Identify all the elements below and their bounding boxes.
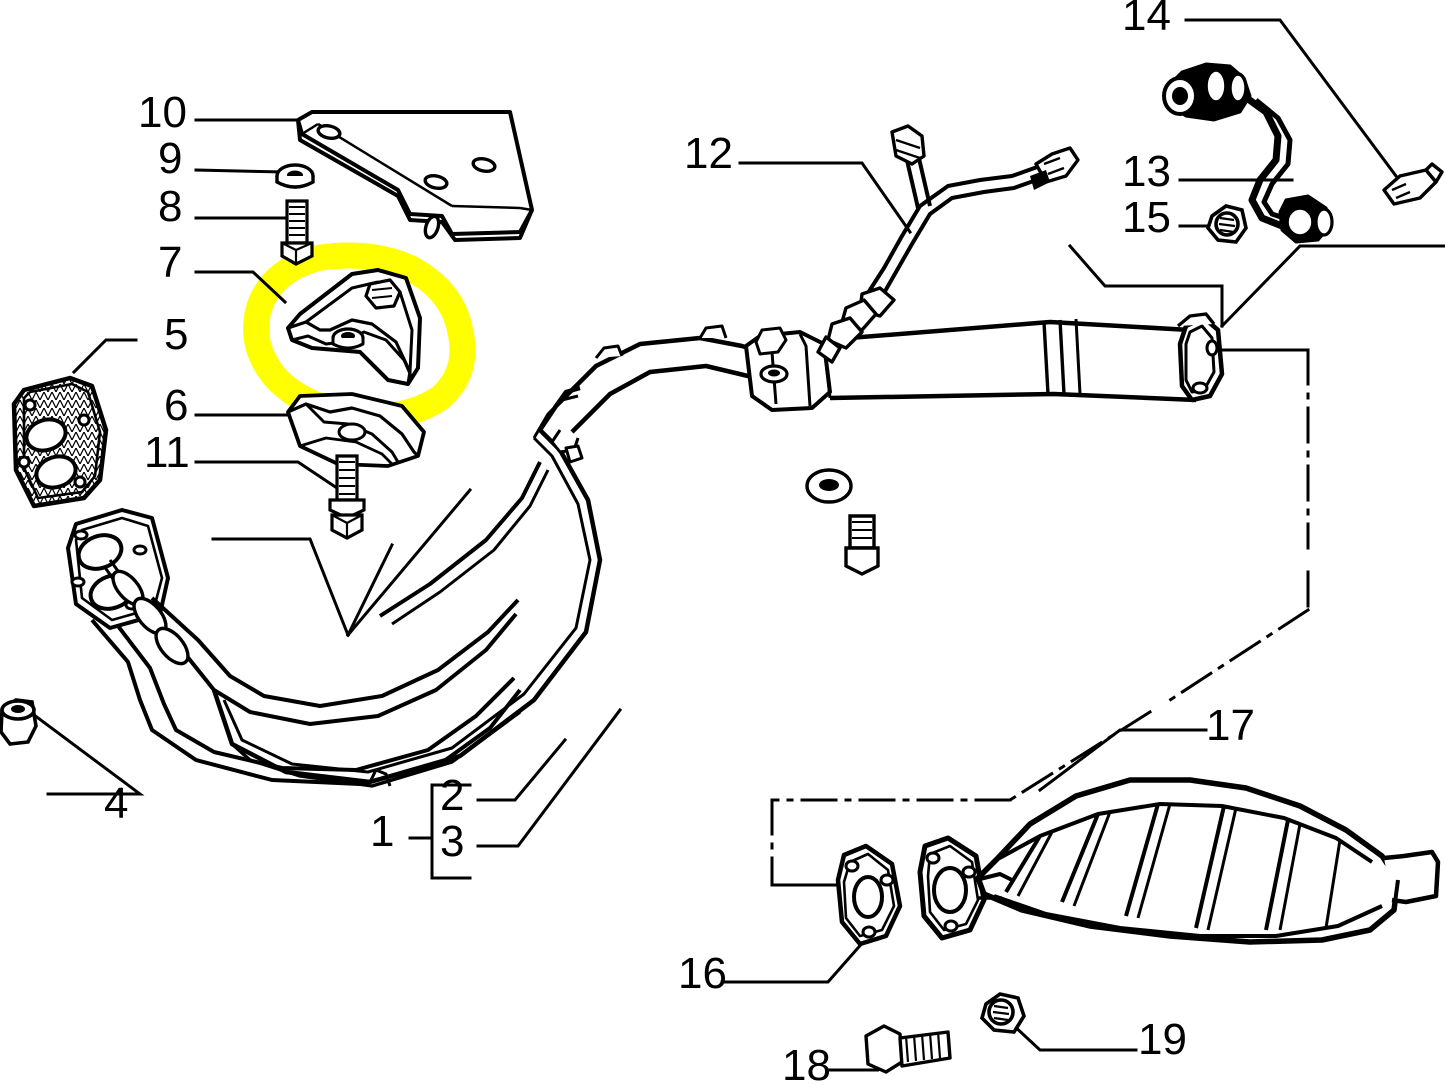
part-11-lower-mount-bolt (328, 454, 366, 540)
part-7-exhaust-mounting-bracket (286, 268, 422, 386)
part-9-flat-washer (275, 163, 315, 189)
part-10-support-bracket-plate (296, 110, 534, 242)
callout-label-5[interactable]: 5 (164, 310, 189, 359)
callout-label-14[interactable]: 14 (1122, 0, 1171, 40)
callout-label-8[interactable]: 8 (158, 182, 183, 231)
part-center-exhaust-pipe (744, 312, 1225, 412)
leader-lines (27, 18, 1445, 1072)
callout-label-15[interactable]: 15 (1122, 193, 1171, 242)
part-17-rear-muffler-silencer (917, 777, 1441, 945)
callout-label-18[interactable]: 18 (782, 1041, 831, 1085)
callout-label-7[interactable]: 7 (158, 238, 183, 287)
part-13-exhaust-hanger-bracket (1162, 62, 1334, 244)
callout-label-9[interactable]: 9 (158, 134, 183, 183)
callout-label-1[interactable]: 1 (370, 807, 395, 856)
callout-label-17[interactable]: 17 (1206, 701, 1255, 750)
part-5-exhaust-manifold-gasket (11, 375, 109, 509)
part-16-muffler-inlet-gasket (835, 843, 903, 947)
callout-label-4[interactable]: 4 (104, 779, 129, 828)
part-front-pipe-assembly (66, 324, 767, 788)
part-12-oxygen-lambda-sensor (816, 124, 1080, 364)
part-6-lower-mount-rubber-pad (286, 392, 426, 468)
callout-label-11[interactable]: 11 (144, 428, 190, 477)
callout-label-12[interactable]: 12 (684, 129, 733, 178)
part-19-muffler-flange-nut (979, 992, 1026, 1034)
part-18-muffler-flange-bolt (864, 1024, 952, 1074)
callout-label-6[interactable]: 6 (164, 381, 189, 430)
part-center-washer-and-bolt (805, 468, 880, 576)
callout-label-3[interactable]: 3 (440, 817, 465, 866)
part-8-mounting-bolt (280, 199, 314, 266)
callout-label-2[interactable]: 2 (440, 771, 465, 820)
callout-label-13[interactable]: 13 (1122, 147, 1171, 196)
part-15-hanger-lock-nut (1205, 204, 1248, 244)
callout-label-19[interactable]: 19 (1138, 1015, 1187, 1064)
part-4-manifold-flange-nut (0, 698, 38, 746)
callout-label-10[interactable]: 10 (138, 88, 187, 137)
callout-label-16[interactable]: 16 (678, 949, 727, 998)
part-14-hanger-pivot-bolt (1382, 162, 1444, 206)
